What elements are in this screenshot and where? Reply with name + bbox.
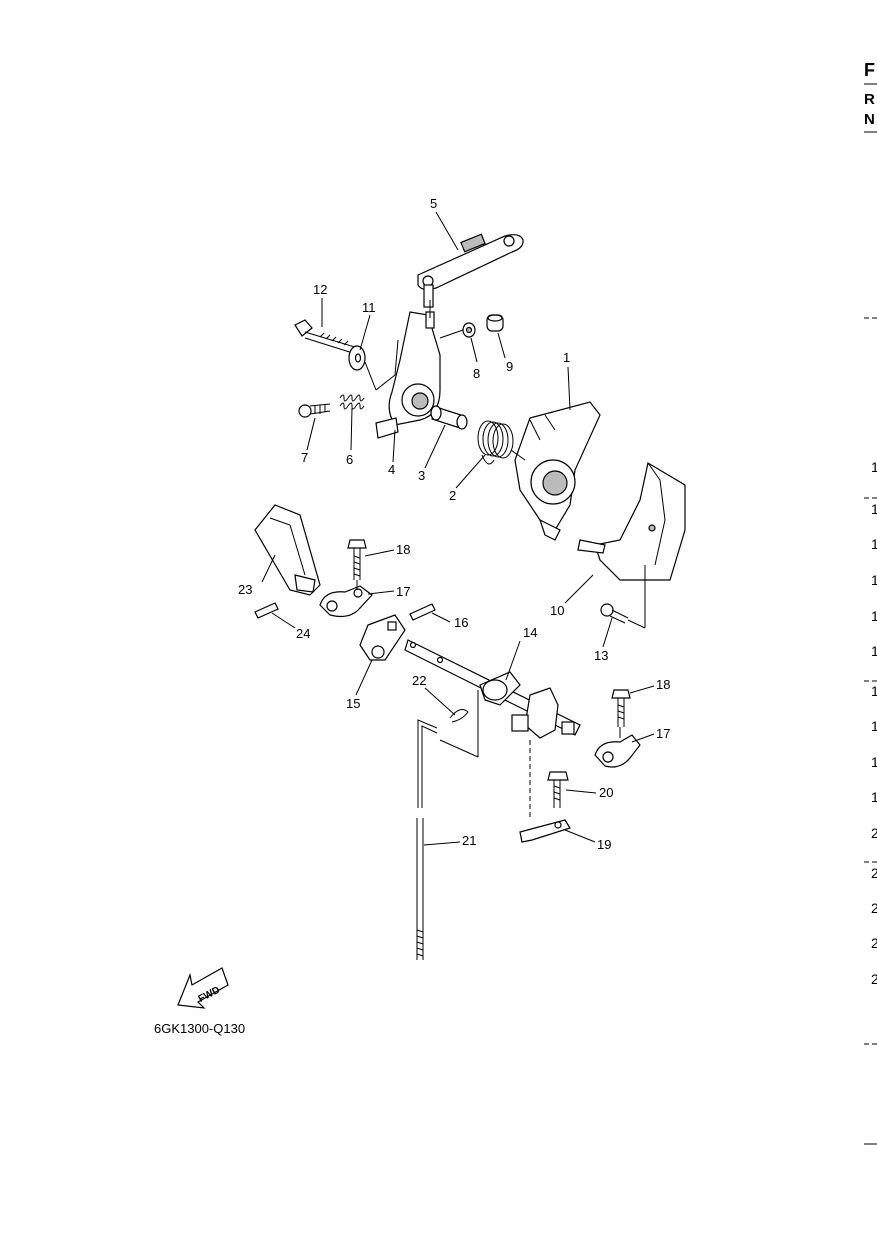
part-12-bolt	[294, 319, 359, 355]
part-18-bolt-upper	[347, 539, 367, 580]
edge-row: 1	[871, 789, 877, 805]
callout-5: 5	[430, 196, 437, 211]
callout-17-upper: 17	[396, 584, 410, 599]
reference-code: 6GK1300-Q130	[154, 1021, 245, 1036]
edge-header-f: F	[864, 60, 875, 80]
part-6-spring	[339, 394, 365, 410]
part-9-collar	[486, 314, 504, 332]
edge-row: 1	[871, 683, 877, 699]
part-17-clamp-upper	[319, 585, 373, 618]
callout-15: 15	[346, 696, 360, 711]
callout-20: 20	[599, 785, 613, 800]
edge-header-r: R	[864, 91, 875, 108]
callout-19: 19	[597, 837, 611, 852]
callout-17-lower: 17	[656, 726, 670, 741]
part-7-screw	[298, 403, 331, 418]
part-8-nut	[462, 322, 476, 338]
edge-row: 1	[871, 754, 877, 770]
edge-row: 2	[871, 825, 877, 841]
part-11-washer	[348, 345, 366, 371]
callout-22: 22	[412, 673, 426, 688]
part-4-lever	[375, 311, 441, 439]
callout-6: 6	[346, 452, 353, 467]
part-14-shaft	[404, 639, 581, 739]
part-2-spring	[477, 420, 514, 465]
part-5-link	[417, 233, 524, 308]
callout-24: 24	[296, 626, 310, 641]
callout-4: 4	[388, 462, 395, 477]
edge-row: 1	[871, 572, 877, 588]
callout-16: 16	[454, 615, 468, 630]
edge-row: 1	[871, 536, 877, 552]
callout-12: 12	[313, 282, 327, 297]
edge-row: 1	[871, 608, 877, 624]
callout-1: 1	[563, 350, 570, 365]
callout-14: 14	[523, 625, 537, 640]
edge-row: 1	[871, 643, 877, 659]
callout-21: 21	[462, 833, 476, 848]
part-23-bracket	[254, 504, 321, 596]
callout-3: 3	[418, 468, 425, 483]
callout-11: 11	[362, 300, 376, 315]
callout-8: 8	[473, 366, 480, 381]
edge-row: 1	[871, 501, 877, 517]
callout-7: 7	[301, 450, 308, 465]
part-19-plate	[519, 819, 571, 843]
edge-row: 2	[871, 900, 877, 916]
part-16-pin	[409, 603, 436, 621]
part-13-screw	[600, 603, 629, 624]
edge-row: 2	[871, 865, 877, 881]
part-1-housing	[514, 401, 601, 541]
part-18-bolt-lower	[611, 689, 631, 727]
right-edge-table: F R N 1 1 1 1 1 1 1 1 1 1 2 2 2 2 2	[864, 60, 877, 1145]
callout-18-lower: 18	[656, 677, 670, 692]
part-10-cover	[577, 462, 686, 581]
edge-row: 1	[871, 459, 877, 475]
callout-23: 23	[238, 582, 252, 597]
edge-header-n: N	[864, 111, 875, 128]
callout-10: 10	[550, 603, 564, 618]
part-20-bolt	[547, 771, 569, 808]
callout-13: 13	[594, 648, 608, 663]
callout-9: 9	[506, 359, 513, 374]
leader-lines	[261, 211, 655, 846]
callout-18-upper: 18	[396, 542, 410, 557]
edge-row: 2	[871, 971, 877, 987]
fwd-arrow-icon: FWD	[177, 967, 229, 1009]
part-24-pin	[254, 602, 279, 619]
part-22-clip	[449, 709, 469, 723]
callouts: 5 12 11 8 9 1 7 6 4 3 2 18 23 17 10 16 2…	[238, 196, 670, 852]
edge-row: 2	[871, 935, 877, 951]
callout-2: 2	[449, 488, 456, 503]
edge-row: 1	[871, 718, 877, 734]
part-17-clamp-lower	[594, 734, 641, 768]
assembly-lines	[356, 300, 646, 820]
part-21-rod	[416, 719, 438, 960]
part-3-sleeve	[430, 405, 468, 430]
part-15-joint	[359, 614, 406, 661]
